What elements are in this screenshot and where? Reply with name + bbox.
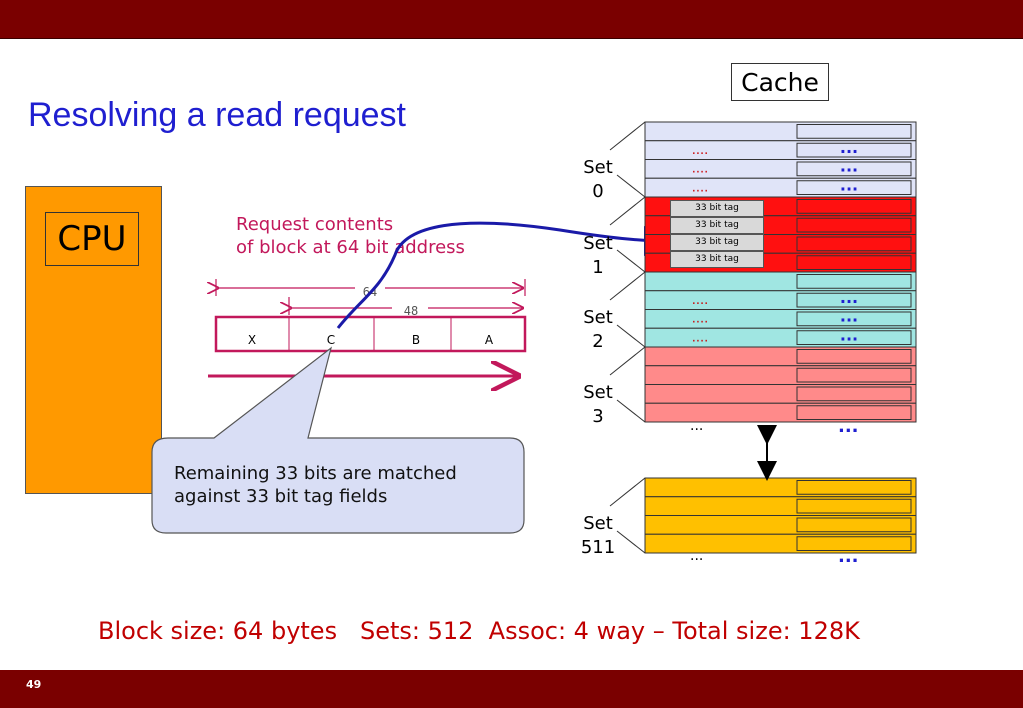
- row-dots: ....: [692, 162, 709, 177]
- data-dots: ...: [840, 325, 858, 344]
- field-c: C: [327, 333, 335, 347]
- cache-data-block: [796, 124, 912, 139]
- bracket-bottom: [616, 324, 646, 348]
- bottom-bar: [0, 670, 1023, 708]
- bracket-bottom: [616, 249, 646, 273]
- end-dots-right: ...: [838, 546, 859, 567]
- data-dots: ...: [840, 307, 858, 326]
- data-dots: ...: [840, 157, 858, 176]
- field-b: B: [412, 333, 420, 347]
- cache-data-block: [796, 199, 912, 214]
- cache-data-block: [796, 349, 912, 364]
- page-number: 49: [26, 678, 42, 691]
- cache-data-block: [796, 236, 912, 252]
- slide-title: Resolving a read request: [28, 96, 407, 134]
- cache-data-block: [796, 480, 912, 495]
- tag-field-2: 33 bit tag: [670, 234, 764, 251]
- field-a: A: [485, 333, 494, 347]
- width-48-label: 48: [404, 304, 418, 318]
- field-x: X: [248, 333, 256, 347]
- bracket-top: [609, 196, 646, 226]
- cache-data-block: [796, 330, 912, 345]
- row-dots: ....: [692, 330, 709, 345]
- cache-data-block: [796, 386, 912, 402]
- cache-data-block: [796, 367, 912, 383]
- cache-array: ........................................…: [644, 121, 917, 554]
- bracket-bottom: [616, 530, 646, 554]
- cache-data-block: [796, 311, 912, 327]
- row-dots: ....: [692, 312, 709, 327]
- cpu-label: CPU: [45, 212, 139, 266]
- data-dots: ...: [840, 138, 858, 157]
- callout-line-2: against 33 bit tag fields: [174, 486, 388, 507]
- cache-data-block: [796, 142, 912, 158]
- cache-data-block: [796, 498, 912, 514]
- callout-line-1: Remaining 33 bits are matched: [174, 463, 457, 484]
- cache-data-block: [796, 405, 912, 420]
- cache-data-block: [796, 180, 912, 195]
- address-fields: [214, 315, 527, 353]
- cache-line: [644, 402, 917, 423]
- address-width-64: [216, 279, 526, 296]
- cache-data-block: [796, 255, 912, 270]
- cache-line: [644, 533, 917, 554]
- bracket-bottom: [616, 174, 646, 198]
- bracket-top: [609, 477, 646, 507]
- end-dots-left: ...: [690, 548, 704, 564]
- gap-dots-left: ...: [690, 418, 704, 434]
- tag-field-3: 33 bit tag: [670, 251, 764, 268]
- cache-data-block: [796, 274, 912, 289]
- bracket-top: [609, 271, 646, 301]
- cache-parameters: Block size: 64 bytes Sets: 512 Assoc: 4 …: [98, 617, 860, 645]
- callout-bubble: [151, 346, 525, 534]
- callout-text: Remaining 33 bits are matched against 33…: [174, 462, 457, 508]
- cache-title: Cache: [731, 63, 829, 101]
- bracket-bottom: [616, 399, 646, 423]
- cache-data-block: [796, 292, 912, 308]
- row-dots: ....: [692, 293, 709, 308]
- cache-data-block: [796, 517, 912, 533]
- set-brackets: [609, 121, 646, 554]
- data-dots: ...: [840, 175, 858, 194]
- bracket-top: [609, 346, 646, 376]
- request-line-1: Request contents: [236, 214, 394, 235]
- index-arrow: [336, 221, 674, 329]
- tag-field-0: 33 bit tag: [670, 200, 764, 217]
- bracket-top: [609, 121, 646, 151]
- row-dots: ....: [692, 143, 709, 158]
- tag-field-1: 33 bit tag: [670, 217, 764, 234]
- address-width-48: [289, 297, 523, 315]
- request-line-2: of block at 64 bit address: [236, 237, 465, 258]
- cache-data-block: [796, 217, 912, 233]
- cache-data-block: [796, 536, 912, 551]
- request-text: Request contents of block at 64 bit addr…: [236, 213, 465, 259]
- cache-data-block: [796, 161, 912, 177]
- cpu-block: [25, 186, 162, 494]
- top-title-bar: [0, 0, 1023, 39]
- gap-dots-right: ...: [838, 416, 859, 437]
- row-dots: ....: [692, 180, 709, 195]
- data-dots: ...: [840, 288, 858, 307]
